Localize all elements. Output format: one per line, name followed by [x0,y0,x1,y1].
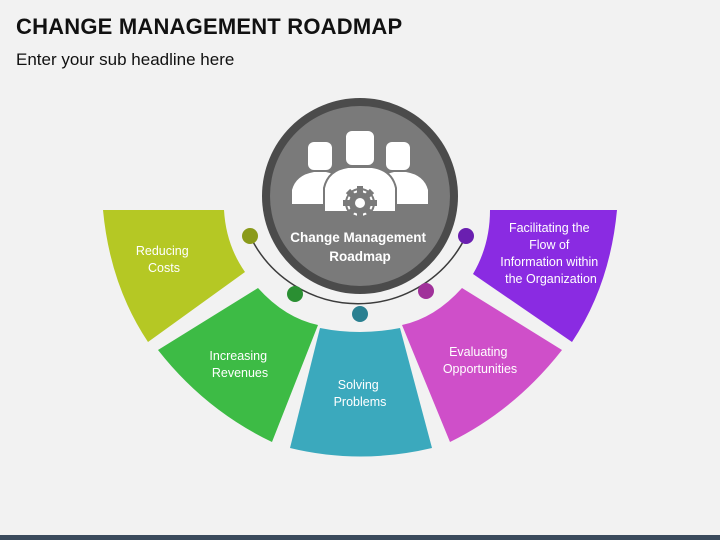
segment-shape [103,210,245,342]
connector-dot-1 [242,228,258,244]
segment-solving-problems: Solving Problems [290,328,432,457]
segment-reducing-costs: Reducing Costs [103,210,245,342]
connector-dot-3 [352,306,368,322]
page-subtitle: Enter your sub headline here [16,50,235,69]
connector-arc [249,235,467,305]
segment-label: Increasing Revenues [209,349,270,380]
segment-shape [290,328,432,457]
segment-increasing-revenues: Increasing Revenues [158,288,318,442]
segment-label: Solving Problems [334,378,387,409]
segment-label: Reducing Costs [136,244,192,275]
connector-dot-4 [418,283,434,299]
segment-shape [473,210,617,342]
page-title: CHANGE MANAGEMENT ROADMAP [16,14,403,39]
bottom-bar [0,535,720,540]
segment-shape [402,288,562,442]
center-label: Change Management Roadmap [290,230,430,264]
segment-label: Evaluating Opportunities [443,345,517,376]
segment-evaluating-opportunities: Evaluating Opportunities [402,288,562,442]
segment-facilitating-information-flow: Facilitating the Flow of Information wit… [473,210,617,342]
connector-dot-5 [458,228,474,244]
center-hub: Change Management Roadmap [262,98,458,294]
segment-label: Facilitating the Flow of Information wit… [500,221,601,286]
connector-dot-2 [287,286,303,302]
team-gear-icon [292,129,428,220]
segment-shape [158,288,318,442]
